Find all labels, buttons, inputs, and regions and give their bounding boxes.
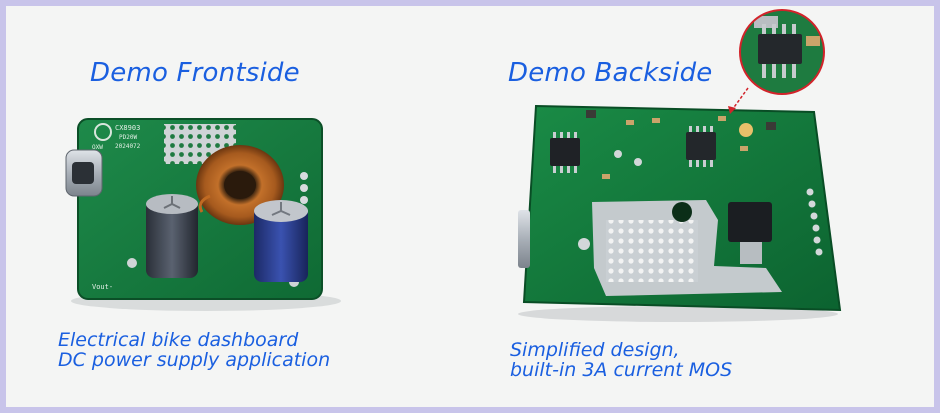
board-label-2: PD20W [119,134,137,141]
back-board [518,104,842,322]
board-label-1: CX8903 [115,124,140,132]
front-description-line-2: DC power supply application [58,349,331,371]
front-board: CX8903 PD20W 2024072 OXW Vout- [65,118,341,311]
back-description-line-1: Simplified design, [510,339,680,361]
board-label-3: 2024072 [115,143,141,150]
product-panel: CX8903 PD20W 2024072 OXW Vout- [6,6,934,407]
board-brand: OXW [92,144,103,151]
back-description-line-2: built-in 3A current MOS [510,359,733,381]
chip-zoom-inset [728,9,825,114]
front-title: Demo Frontside [90,58,300,88]
board-photos: CX8903 PD20W 2024072 OXW Vout- [65,9,842,322]
board-vout: Vout- [92,283,113,291]
front-description-line-1: Electrical bike dashboard [58,329,299,351]
back-title: Demo Backside [508,58,713,88]
